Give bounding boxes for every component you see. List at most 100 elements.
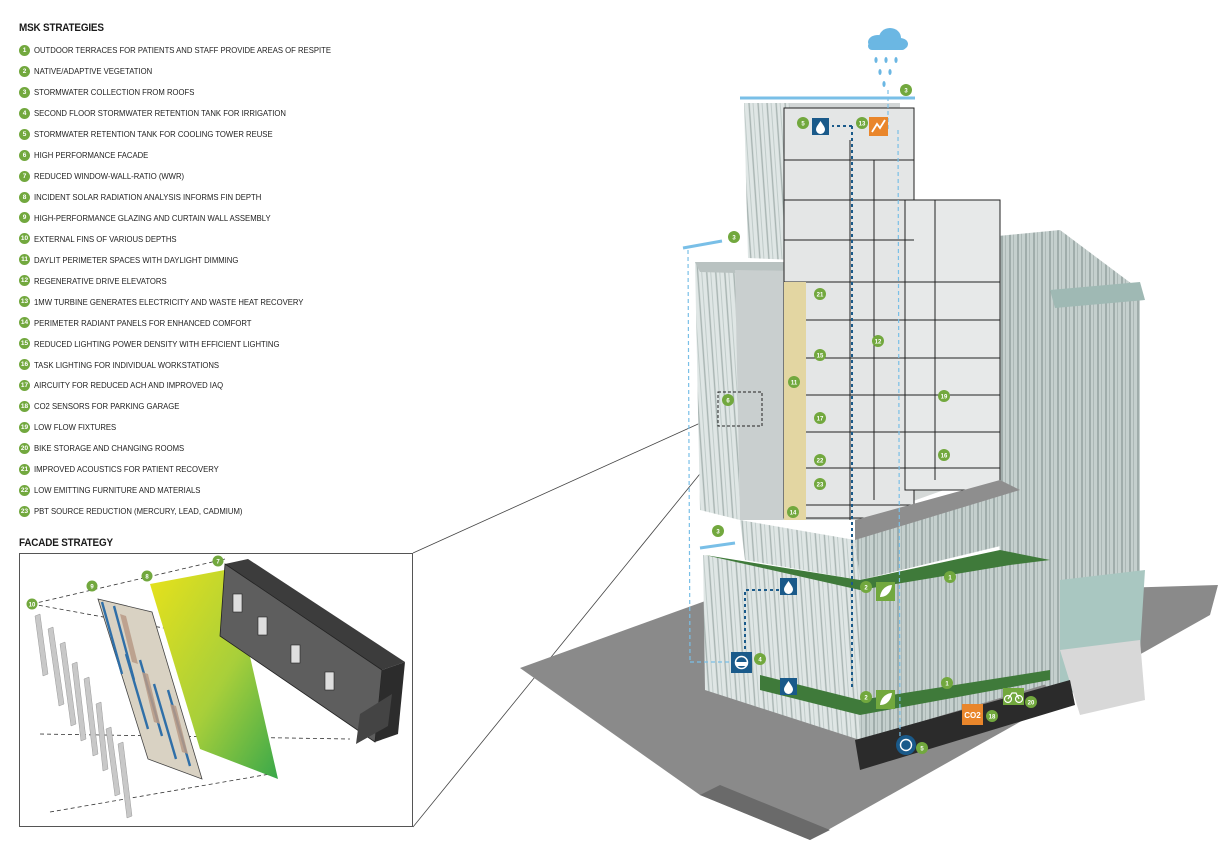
callout-badge: 18: [986, 710, 998, 722]
svg-text:13: 13: [859, 121, 866, 127]
strategy-number-badge: 6: [19, 149, 30, 161]
callout-badge: 11: [788, 376, 800, 388]
callout-badge: 15: [814, 349, 826, 361]
strategy-number-badge: 12: [19, 275, 30, 287]
strategy-item: 14 PERIMETER RADIANT PANELS FOR ENHANCED …: [19, 312, 357, 333]
svg-text:20: 20: [1028, 700, 1035, 706]
strategy-number-badge: 1: [19, 44, 30, 56]
strategy-item: 7 REDUCED WINDOW-WALL-RATIO (WWR): [19, 166, 357, 187]
strategy-label: INCIDENT SOLAR RADIATION ANALYSIS INFORM…: [34, 192, 262, 203]
strategy-number-badge: 10: [19, 233, 30, 245]
strategy-label: 1MW TURBINE GENERATES ELECTRICITY AND WA…: [34, 296, 304, 307]
svg-text:6: 6: [726, 398, 730, 404]
roof-collection-lines: [682, 96, 915, 550]
co2-label: CO2: [964, 711, 981, 720]
strategy-number-badge: 15: [19, 338, 30, 350]
strategy-label: PBT SOURCE REDUCTION (MERCURY, LEAD, CAD…: [34, 506, 243, 517]
svg-text:14: 14: [790, 510, 797, 516]
external-fins-layer: [34, 613, 133, 819]
tank-icon: [731, 652, 752, 673]
tank-icon: [896, 735, 916, 755]
strategy-label: TASK LIGHTING FOR INDIVIDUAL WORKSTATION…: [34, 359, 220, 370]
strategy-number-badge: 19: [19, 421, 30, 433]
facade-layer-badge: 8: [145, 574, 149, 580]
svg-text:5: 5: [920, 746, 924, 752]
strategy-number-badge: 21: [19, 463, 30, 475]
strategy-list: 1 OUTDOOR TERRACES FOR PATIENTS AND STAFF…: [19, 40, 357, 522]
strategy-label: PERIMETER RADIANT PANELS FOR ENHANCED CO…: [34, 317, 252, 328]
svg-text:3: 3: [904, 88, 908, 94]
strategy-label: CO2 SENSORS FOR PARKING GARAGE: [34, 401, 180, 412]
strategy-number-badge: 17: [19, 379, 30, 391]
svg-text:11: 11: [791, 380, 798, 386]
strategy-label: BIKE STORAGE AND CHANGING ROOMS: [34, 443, 185, 454]
stormwater-flow-lines: [687, 90, 901, 741]
strategy-label: SECOND FLOOR STORMWATER RETENTION TANK F…: [34, 108, 286, 119]
callout-badge: 16: [938, 449, 950, 461]
water-drop-icon: [812, 118, 829, 135]
strategy-number-badge: 2: [19, 65, 30, 77]
facade-layer-badge: 9: [90, 584, 94, 590]
svg-text:19: 19: [941, 394, 948, 400]
facade-strategy-heading: FACADE STRATEGY: [19, 537, 113, 549]
callout-badge: 22: [814, 454, 826, 466]
strategy-number-badge: 7: [19, 170, 30, 182]
facade-layer-badge: 10: [29, 602, 36, 608]
strategy-label: IMPROVED ACOUSTICS FOR PATIENT RECOVERY: [34, 464, 219, 475]
strategy-number-badge: 23: [19, 505, 30, 517]
strategy-number-badge: 11: [19, 254, 30, 266]
strategy-item: 15 REDUCED LIGHTING POWER DENSITY WITH EF…: [19, 333, 357, 354]
strategy-item: 17 AIRCUITY FOR REDUCED ACH AND IMPROVED …: [19, 375, 357, 396]
strategy-label: AIRCUITY FOR REDUCED ACH AND IMPROVED IA…: [34, 380, 224, 391]
strategy-label: REGENERATIVE DRIVE ELEVATORS: [34, 275, 167, 286]
svg-text:12: 12: [875, 339, 882, 345]
strategy-label: HIGH PERFORMANCE FACADE: [34, 150, 149, 161]
rain-icon: [874, 57, 898, 87]
svg-text:2: 2: [864, 695, 868, 701]
strategy-item: 10 EXTERNAL FINS OF VARIOUS DEPTHS: [19, 228, 357, 249]
strategy-label: REDUCED WINDOW-WALL-RATIO (WWR): [34, 171, 185, 182]
daylit-perimeter-zone: [784, 282, 806, 520]
svg-text:15: 15: [817, 353, 824, 359]
callout-badge: 20: [1025, 696, 1037, 708]
opaque-wall-layer: [219, 559, 405, 744]
callout-badge: 1: [944, 571, 956, 583]
callout-badge: 3: [728, 231, 740, 243]
strategy-number-badge: 14: [19, 317, 30, 329]
strategy-label: STORMWATER COLLECTION FROM ROOFS: [34, 87, 195, 98]
svg-text:17: 17: [817, 416, 824, 422]
svg-text:23: 23: [817, 482, 824, 488]
svg-text:22: 22: [817, 458, 824, 464]
svg-text:2: 2: [864, 585, 868, 591]
strategy-label: STORMWATER RETENTION TANK FOR COOLING TO…: [34, 129, 273, 140]
facade-strategy-panel: 10 9 8 7: [19, 553, 413, 827]
water-drop-icon: [780, 578, 797, 595]
strategy-label: NATIVE/ADAPTIVE VEGETATION: [34, 66, 153, 77]
strategy-label: EXTERNAL FINS OF VARIOUS DEPTHS: [34, 233, 177, 244]
callout-badge: 17: [814, 412, 826, 424]
strategy-label: REDUCED LIGHTING POWER DENSITY WITH EFFI…: [34, 338, 280, 349]
strategy-item: 12 REGENERATIVE DRIVE ELEVATORS: [19, 270, 357, 291]
callout-badge: 21: [814, 288, 826, 300]
strategy-label: OUTDOOR TERRACES FOR PATIENTS AND STAFF …: [34, 45, 331, 56]
callout-badge: 1: [941, 677, 953, 689]
bike-icon: [1003, 688, 1024, 705]
svg-text:3: 3: [716, 529, 720, 535]
leaf-icon: [876, 690, 895, 709]
callout-badge: 2: [860, 581, 872, 593]
callout-badge: 5: [916, 742, 928, 754]
callout-badge: 13: [856, 117, 868, 129]
terrace-upper: [705, 550, 1050, 590]
callout-badge: 14: [787, 506, 799, 518]
svg-text:5: 5: [801, 121, 805, 127]
strategy-number-badge: 8: [19, 191, 30, 203]
svg-text:21: 21: [817, 292, 824, 298]
strategy-item: 2 NATIVE/ADAPTIVE VEGETATION: [19, 61, 357, 82]
